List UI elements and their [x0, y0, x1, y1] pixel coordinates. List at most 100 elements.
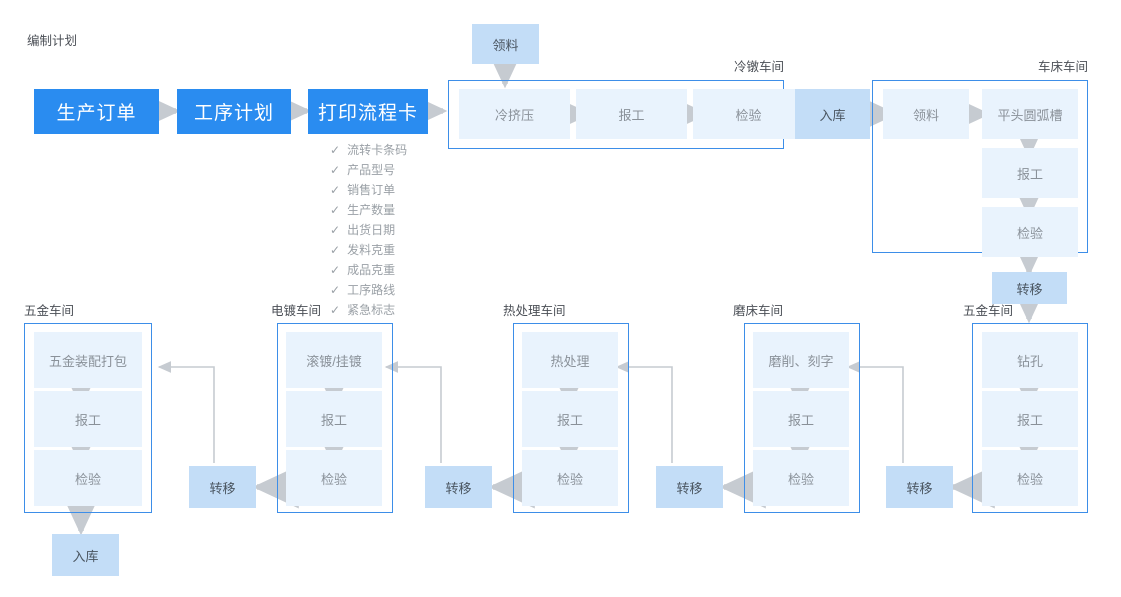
step-box-cold-extrusion[interactable]: 冷挤压 [459, 89, 570, 139]
workshop-frame-heat-treatment [513, 323, 629, 513]
workshop-label-lathe: 车床车间 [968, 56, 1088, 75]
step-label: 五金装配打包 [48, 353, 127, 369]
step-box-heat-report-work[interactable]: 报工 [522, 391, 618, 447]
step-box-flathead-arc-groove[interactable]: 平头圆弧槽 [982, 89, 1078, 139]
step-box-barrel-rack-plating[interactable]: 滚镀/挂镀 [286, 332, 382, 388]
step-box-hardware-right-inspection[interactable]: 检验 [982, 450, 1078, 506]
checklist-item-label: 工序路线 [347, 283, 396, 297]
step-box-plating-inspection[interactable]: 检验 [286, 450, 382, 506]
transfer-box-grinding[interactable]: 转移 [656, 466, 723, 508]
step-label: 热处理 [550, 353, 590, 369]
transfer-box-plating[interactable]: 转移 [189, 466, 256, 508]
process-box-label: 生产订单 [56, 103, 137, 124]
step-box-plating-report-work[interactable]: 报工 [286, 391, 382, 447]
workshop-label-plating: 电镀车间 [271, 300, 321, 319]
step-box-heat-treatment[interactable]: 热处理 [522, 332, 618, 388]
workshop-frame-hardware-right [972, 323, 1088, 513]
checklist-item: ✓ 紧急标志 [330, 301, 395, 318]
process-box-label: 打印流程卡 [317, 103, 418, 124]
box-material-pick-top[interactable]: 领料 [472, 24, 539, 64]
workshop-name: 热处理车间 [503, 304, 566, 318]
checklist-item: ✓ 流转卡条码 [330, 141, 407, 158]
process-box-production-order[interactable]: 生产订单 [34, 89, 159, 134]
step-label: 报工 [1016, 166, 1043, 182]
checklist-item-label: 销售订单 [347, 183, 396, 197]
check-icon: ✓ [330, 303, 341, 317]
step-box-grinding-report-work[interactable]: 报工 [753, 391, 849, 447]
step-box-hardware-left-report-work[interactable]: 报工 [34, 391, 142, 447]
box-label: 入库 [72, 548, 99, 564]
step-label: 检验 [735, 107, 762, 123]
workshop-frame-plating [277, 323, 393, 513]
check-icon: ✓ [330, 263, 341, 277]
step-label: 报工 [74, 412, 101, 428]
workshop-label-grinding: 磨床车间 [733, 300, 783, 319]
checklist-item: ✓ 生产数量 [330, 201, 395, 218]
step-box-heat-inspection[interactable]: 检验 [522, 450, 618, 506]
step-label: 磨削、刻字 [768, 353, 834, 369]
check-icon: ✓ [330, 203, 341, 217]
checklist-item-label: 紧急标志 [347, 303, 396, 317]
workshop-name: 冷镦车间 [733, 60, 784, 74]
step-box-hardware-left-inspection[interactable]: 检验 [34, 450, 142, 506]
box-label: 领料 [492, 37, 519, 53]
step-label: 报工 [320, 412, 347, 428]
step-label: 冷挤压 [494, 107, 534, 123]
checklist-item-label: 生产数量 [347, 203, 396, 217]
box-warehouse-in-top[interactable]: 入库 [795, 89, 870, 139]
checklist-item: ✓ 销售订单 [330, 181, 395, 198]
check-icon: ✓ [330, 223, 341, 237]
step-box-lathe-report-work[interactable]: 报工 [982, 148, 1078, 198]
box-label: 转移 [209, 480, 236, 496]
step-label: 钻孔 [1016, 353, 1043, 369]
transfer-box-hardware-right[interactable]: 转移 [886, 466, 953, 508]
workshop-frame-lathe [872, 80, 1088, 253]
step-box-hardware-assembly-packing[interactable]: 五金装配打包 [34, 332, 142, 388]
process-box-operation-plan[interactable]: 工序计划 [177, 89, 291, 134]
process-box-print-routing-card[interactable]: 打印流程卡 [308, 89, 428, 134]
workshop-label-heat-treatment: 热处理车间 [503, 300, 566, 319]
step-label: 报工 [1016, 412, 1043, 428]
workshop-frame-grinding [744, 323, 860, 513]
checklist-item: ✓成品克重 [330, 261, 395, 278]
box-label: 转移 [676, 480, 703, 496]
box-label: 转移 [906, 480, 933, 496]
workshop-label-hardware-left: 五金车间 [24, 300, 74, 319]
checklist-item-label: 出货日期 [347, 223, 396, 237]
box-warehouse-in-bottom[interactable]: 入库 [52, 534, 119, 576]
check-icon: ✓ [330, 183, 341, 197]
step-box-report-work[interactable]: 报工 [576, 89, 687, 139]
step-box-hardware-right-report-work[interactable]: 报工 [982, 391, 1078, 447]
checklist-item-label: 产品型号 [347, 163, 396, 177]
step-box-grinding-engraving[interactable]: 磨削、刻字 [753, 332, 849, 388]
step-label: 报工 [618, 107, 645, 123]
step-label: 滚镀/挂镀 [306, 353, 362, 369]
step-label: 检验 [787, 471, 814, 487]
step-label: 报工 [787, 412, 814, 428]
box-label: 转移 [1016, 281, 1043, 297]
transfer-box-heat-treatment[interactable]: 转移 [425, 466, 492, 508]
step-box-lathe-material-pick[interactable]: 领料 [883, 89, 969, 139]
workshop-frame-hardware-left [24, 323, 152, 513]
workshop-name: 磨床车间 [733, 304, 784, 318]
step-label: 领料 [912, 107, 939, 123]
step-box-grinding-inspection[interactable]: 检验 [753, 450, 849, 506]
checklist-item: ✓ 出货日期 [330, 221, 395, 238]
step-label: 检验 [1016, 471, 1043, 487]
stage-label-planning: 编制计划 [27, 34, 78, 48]
box-label: 转移 [445, 480, 472, 496]
checklist-item-label: 流转卡条码 [347, 143, 408, 157]
workshop-label-hardware-right: 五金车间 [963, 300, 1013, 319]
check-icon: ✓ [330, 283, 341, 297]
step-box-lathe-inspection[interactable]: 检验 [982, 207, 1078, 257]
check-icon: ✓ [330, 143, 341, 157]
step-box-inspection[interactable]: 检验 [693, 89, 804, 139]
transfer-box-lathe[interactable]: 转移 [992, 272, 1067, 304]
check-icon: ✓ [330, 243, 341, 257]
step-box-drilling[interactable]: 钻孔 [982, 332, 1078, 388]
step-label: 检验 [74, 471, 101, 487]
box-label: 入库 [819, 107, 846, 123]
step-label: 检验 [1016, 225, 1043, 241]
step-label: 报工 [556, 412, 583, 428]
